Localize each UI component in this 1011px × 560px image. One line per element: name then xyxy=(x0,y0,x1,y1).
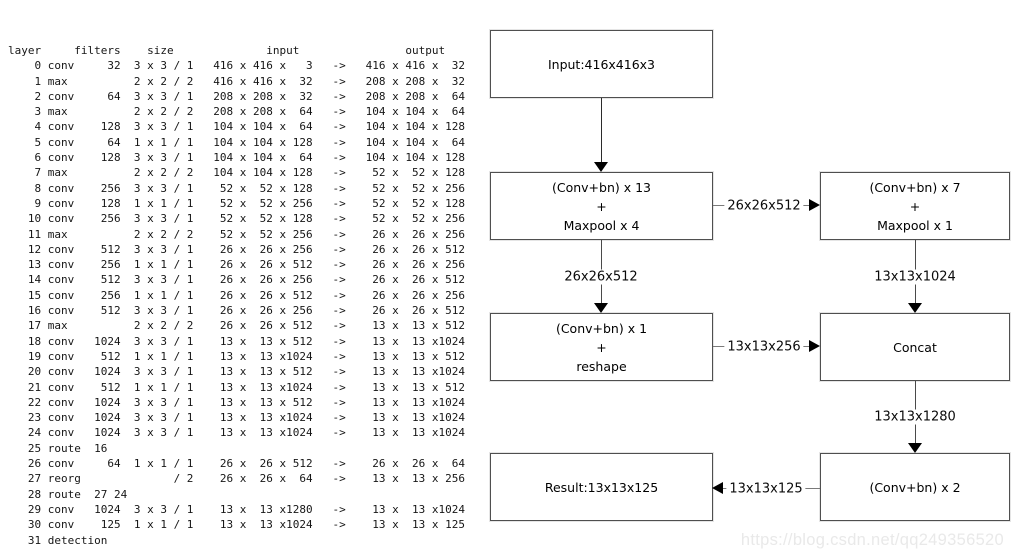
layer-table: layer filters size input output 0 conv 3… xyxy=(8,43,465,548)
layer-table-line: 21 conv 512 1 x 1 / 1 13 x 13 x1024 -> 1… xyxy=(8,380,465,394)
arrowhead-down-icon xyxy=(908,443,922,453)
arrowhead-right-icon xyxy=(809,199,820,211)
arrow-label-13x13x1024: 13x13x1024 xyxy=(871,269,959,285)
result-box: Result:13x13x125 xyxy=(490,453,713,521)
arrow-label-13x13x1280: 13x13x1280 xyxy=(871,409,959,425)
layer-table-line: 20 conv 1024 3 x 3 / 1 13 x 13 x 512 -> … xyxy=(8,365,465,379)
layer-table-line: 31 detection xyxy=(8,533,108,547)
conv7-box-line1: (Conv+bn) x 7 xyxy=(869,179,961,195)
layer-table-line: 16 conv 512 3 x 3 / 1 26 x 26 x 256 -> 2… xyxy=(8,304,465,318)
layer-table-line: 0 conv 32 3 x 3 / 1 416 x 416 x 3 -> 416… xyxy=(8,59,465,73)
layer-table-line: 4 conv 128 3 x 3 / 1 104 x 104 x 64 -> 1… xyxy=(8,120,465,134)
layer-table-line: 3 max 2 x 2 / 2 208 x 208 x 64 -> 104 x … xyxy=(8,105,465,119)
conv2-box: (Conv+bn) x 2 xyxy=(820,453,1010,521)
layer-table-line: 6 conv 128 3 x 3 / 1 104 x 104 x 64 -> 1… xyxy=(8,151,465,165)
conv13-box-line1: (Conv+bn) x 13 xyxy=(551,179,652,195)
layer-table-line: 8 conv 256 3 x 3 / 1 52 x 52 x 128 -> 52… xyxy=(8,181,465,195)
layer-table-line: 9 conv 128 1 x 1 / 1 52 x 52 x 256 -> 52… xyxy=(8,196,465,210)
arrow-input-to-conv13 xyxy=(601,98,602,162)
layer-table-line: 14 conv 512 3 x 3 / 1 26 x 26 x 256 -> 2… xyxy=(8,273,465,287)
input-box-label: Input:416x416x3 xyxy=(547,56,656,72)
input-box: Input:416x416x3 xyxy=(490,30,713,98)
layer-table-line: 17 max 2 x 2 / 2 26 x 26 x 512 -> 13 x 1… xyxy=(8,319,465,333)
layer-table-line: 29 conv 1024 3 x 3 / 1 13 x 13 x1280 -> … xyxy=(8,502,465,516)
reshape-box-line1: (Conv+bn) x 1 xyxy=(555,320,648,336)
arrowhead-left-icon xyxy=(712,482,723,494)
layer-table-line: 11 max 2 x 2 / 2 52 x 52 x 256 -> 26 x 2… xyxy=(8,227,465,241)
result-box-label: Result:13x13x125 xyxy=(544,479,659,495)
csdn-watermark: https://blog.csdn.net/qq249356520 xyxy=(740,531,1004,549)
layer-table-line: 7 max 2 x 2 / 2 104 x 104 x 128 -> 52 x … xyxy=(8,166,465,180)
layer-table-line: layer filters size input output xyxy=(8,44,446,57)
conv13-maxpool4-box: (Conv+bn) x 13 + Maxpool x 4 xyxy=(490,172,713,240)
layer-table-line: 30 conv 125 1 x 1 / 1 13 x 13 x1024 -> 1… xyxy=(8,518,465,532)
layer-table-line: 13 conv 256 1 x 1 / 1 26 x 26 x 512 -> 2… xyxy=(8,258,465,272)
arrow-label-13x13x125: 13x13x125 xyxy=(726,481,806,497)
layer-table-line: 2 conv 64 3 x 3 / 1 208 x 208 x 32 -> 20… xyxy=(8,89,465,103)
layer-table-line: 15 conv 256 1 x 1 / 1 26 x 26 x 512 -> 2… xyxy=(8,288,465,302)
layer-table-line: 22 conv 1024 3 x 3 / 1 13 x 13 x 512 -> … xyxy=(8,395,465,409)
concat-box-label: Concat xyxy=(893,339,937,355)
layer-table-line: 10 conv 256 3 x 3 / 1 52 x 52 x 128 -> 5… xyxy=(8,212,465,226)
reshape-box-line3: reshape xyxy=(576,358,627,374)
arrowhead-down-icon xyxy=(594,162,608,172)
arrow-label-13x13x256: 13x13x256 xyxy=(724,339,804,355)
conv2-box-label: (Conv+bn) x 2 xyxy=(869,479,961,495)
layer-table-line: 1 max 2 x 2 / 2 416 x 416 x 32 -> 208 x … xyxy=(8,74,465,88)
conv7-box-line3: Maxpool x 1 xyxy=(877,217,953,233)
layer-table-line: 12 conv 512 3 x 3 / 1 26 x 26 x 256 -> 2… xyxy=(8,242,465,256)
layer-table-line: 27 reorg / 2 26 x 26 x 64 -> 13 x 13 x 2… xyxy=(8,472,465,486)
arrow-label-26x26x512-down: 26x26x512 xyxy=(561,269,641,285)
layer-table-line: 25 route 16 xyxy=(8,441,108,455)
arrowhead-down-icon xyxy=(908,303,922,313)
layer-table-line: 18 conv 1024 3 x 3 / 1 13 x 13 x 512 -> … xyxy=(8,334,465,348)
layer-table-line: 5 conv 64 1 x 1 / 1 104 x 104 x 128 -> 1… xyxy=(8,135,465,149)
layer-table-line: 24 conv 1024 3 x 3 / 1 13 x 13 x1024 -> … xyxy=(8,426,465,440)
layer-table-line: 19 conv 512 1 x 1 / 1 13 x 13 x1024 -> 1… xyxy=(8,349,465,363)
arrowhead-right-icon xyxy=(809,340,820,352)
conv13-box-line2: + xyxy=(596,198,607,214)
conv7-box-line2: + xyxy=(909,198,921,214)
conv7-maxpool1-box: (Conv+bn) x 7 + Maxpool x 1 xyxy=(820,172,1010,240)
layer-table-line: 26 conv 64 1 x 1 / 1 26 x 26 x 512 -> 26… xyxy=(8,457,465,471)
conv1-reshape-box: (Conv+bn) x 1 + reshape xyxy=(490,313,713,381)
arrow-label-26x26x512-right: 26x26x512 xyxy=(724,198,804,214)
layer-table-line: 28 route 27 24 xyxy=(8,487,128,501)
reshape-box-line2: + xyxy=(596,339,607,355)
arrowhead-down-icon xyxy=(594,303,608,313)
conv13-box-line3: Maxpool x 4 xyxy=(563,217,640,233)
concat-box: Concat xyxy=(820,313,1010,381)
layer-table-line: 23 conv 1024 3 x 3 / 1 13 x 13 x1024 -> … xyxy=(8,411,465,425)
